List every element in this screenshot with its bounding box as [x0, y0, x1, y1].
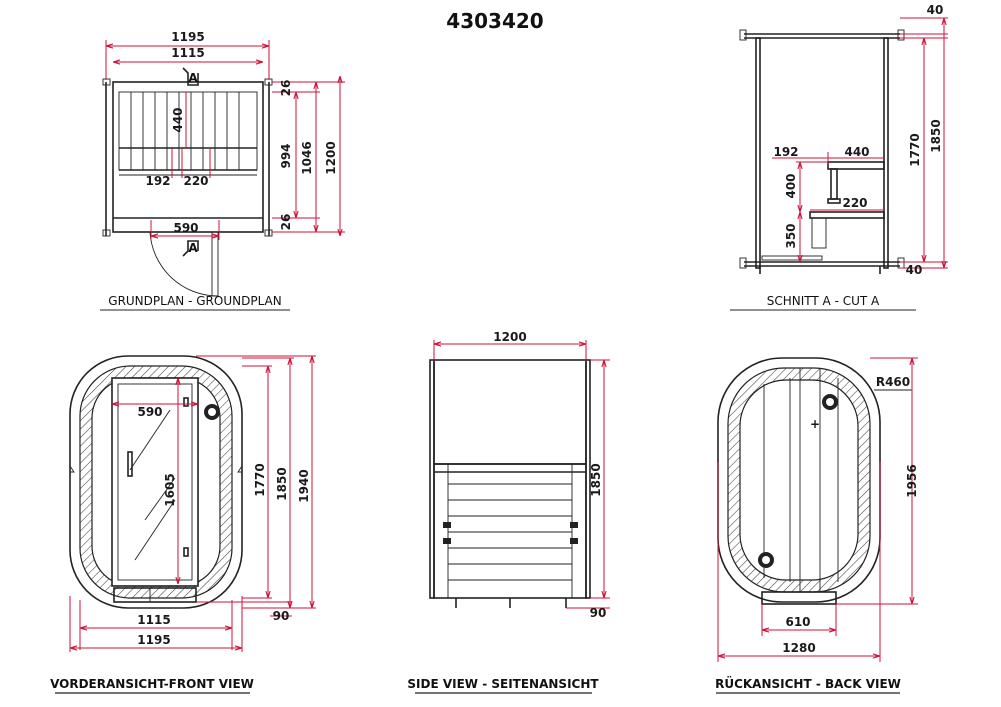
- dim-groundplan-994: 994: [279, 143, 293, 168]
- side-caption: SIDE VIEW - SEITENANSICHT: [407, 677, 599, 691]
- dim-cut-40-bottom: 40: [906, 263, 923, 277]
- side-view: 1200 1850 90 SIDE VIEW - SEITENANSICHT: [407, 330, 610, 694]
- cut-upper-bench: [827, 161, 885, 170]
- cut-caption: SCHNITT A - CUT A: [767, 294, 880, 308]
- dim-groundplan-bench-depth: 440: [171, 107, 185, 132]
- front-base-step: [113, 587, 197, 603]
- back-caption: RÜCKANSICHT - BACK VIEW: [715, 676, 901, 691]
- cut-floor-grid: [761, 255, 823, 261]
- dim-groundplan-width-outer: 1195: [171, 30, 204, 44]
- dim-groundplan-26-bottom: 26: [279, 214, 293, 231]
- front-view: 590 1605 1770 1850 1940 90 1115 1195 VOR…: [50, 355, 316, 694]
- front-caption: VORDERANSICHT-FRONT VIEW: [50, 677, 254, 691]
- dim-front-1115: 1115: [137, 613, 170, 627]
- dim-groundplan-26-top: 26: [279, 80, 293, 97]
- dim-front-1195: 1195: [137, 633, 170, 647]
- section-marker-bottom: [182, 240, 199, 257]
- dim-groundplan-192: 192: [145, 174, 170, 188]
- door-handle: [127, 451, 133, 477]
- side-latch: [570, 538, 578, 544]
- cut-wall-left: [755, 37, 761, 269]
- dim-front-1770: 1770: [253, 463, 267, 496]
- side-latch: [443, 522, 451, 528]
- dim-front-1940: 1940: [297, 469, 311, 502]
- dim-groundplan-width-inner: 1115: [171, 46, 204, 60]
- dim-groundplan-1200: 1200: [324, 141, 338, 174]
- side-slats: [433, 463, 587, 599]
- dim-cut-440: 440: [844, 145, 869, 159]
- drawing-number: 4303420: [446, 9, 543, 33]
- side-upper-panel: [433, 359, 587, 465]
- back-boards: [763, 368, 839, 592]
- door-leaf: [211, 231, 219, 297]
- groundplan-view: A A 1195 1115 440 192 220 590 26 994 104…: [100, 30, 345, 311]
- dim-side-90: 90: [590, 606, 607, 620]
- section-marker-label: A: [188, 71, 198, 85]
- side-latch: [570, 522, 578, 528]
- dim-cut-220: 220: [842, 196, 867, 210]
- cut-view: 40 1770 1850 192 440 400 220 350 40 SCHN…: [730, 3, 948, 311]
- groundplan-bench-slats: [118, 91, 258, 176]
- back-center-mark: +: [810, 417, 820, 431]
- groundplan-caption: GRUNDPLAN - GROUNDPLAN: [108, 294, 281, 308]
- dim-back-1956: 1956: [905, 464, 919, 497]
- dim-cut-1850: 1850: [929, 119, 943, 152]
- groundplan-post-cap: [264, 229, 273, 237]
- cut-wall-right: [883, 37, 889, 269]
- dim-front-90: 90: [273, 609, 290, 623]
- dim-groundplan-1046: 1046: [300, 141, 314, 174]
- side-latch: [443, 538, 451, 544]
- dim-cut-400: 400: [784, 173, 798, 198]
- dim-door-width: 590: [173, 221, 198, 235]
- dim-back-610: 610: [785, 615, 810, 629]
- back-base: [761, 591, 837, 605]
- back-view: + R460 1956 610 1280 RÜCKANSICHT - BACK …: [715, 357, 919, 694]
- dim-front-1850: 1850: [275, 467, 289, 500]
- section-marker-label: A: [188, 241, 198, 255]
- dim-front-door-width: 590: [137, 405, 162, 419]
- dim-back-1280: 1280: [782, 641, 815, 655]
- dim-side-1850: 1850: [589, 463, 603, 496]
- groundplan-outline: [112, 81, 264, 233]
- dim-groundplan-220: 220: [183, 174, 208, 188]
- dim-front-door-height: 1605: [163, 473, 177, 506]
- dim-back-radius: R460: [876, 375, 910, 389]
- door-swing-arc: [149, 231, 219, 297]
- section-marker-top: [182, 67, 199, 86]
- dim-cut-40-top: 40: [927, 3, 944, 17]
- dim-side-1200: 1200: [493, 330, 526, 344]
- dim-cut-350: 350: [784, 223, 798, 248]
- dim-cut-1770: 1770: [908, 133, 922, 166]
- groundplan-post-cap: [102, 229, 111, 237]
- cut-lower-bench: [809, 211, 885, 219]
- dim-cut-192: 192: [773, 145, 798, 159]
